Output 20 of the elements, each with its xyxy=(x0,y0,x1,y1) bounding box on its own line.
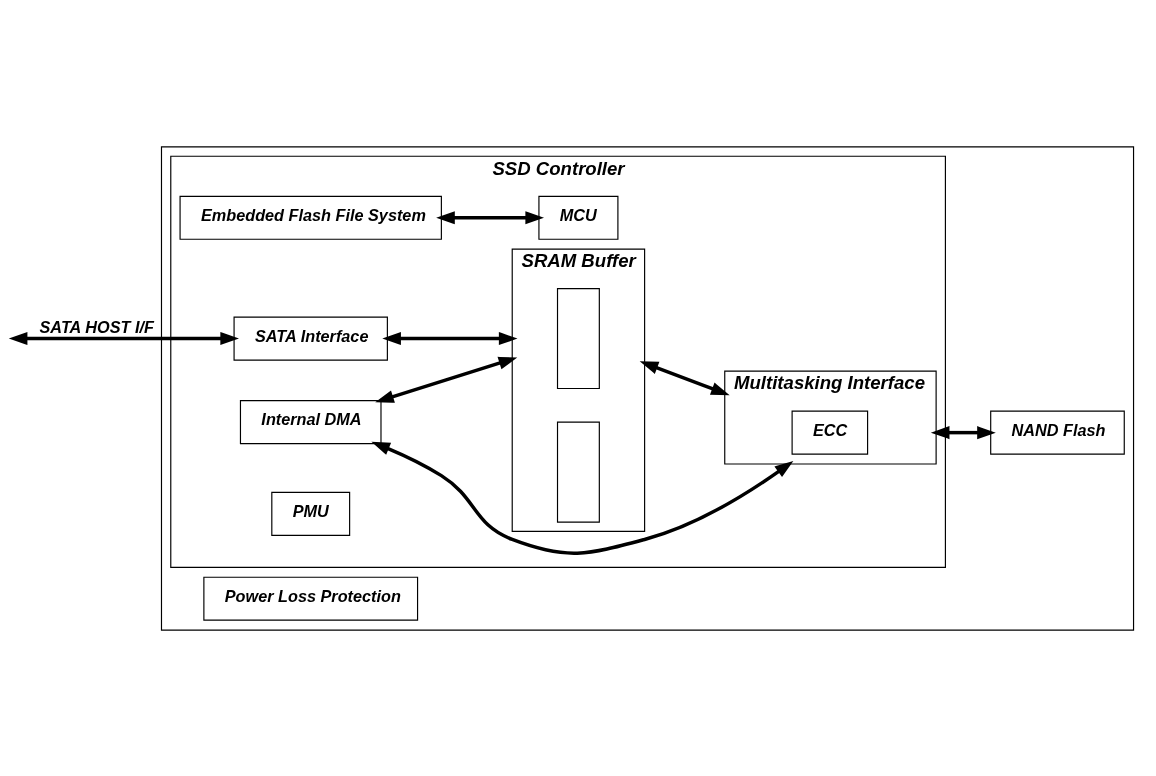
edge-label: SATA HOST I/F xyxy=(39,317,154,336)
arrow xyxy=(436,210,544,224)
arrow xyxy=(8,331,239,345)
node-box xyxy=(556,287,600,389)
node-box: ECC xyxy=(791,410,869,455)
cluster: SRAM Buffer xyxy=(511,248,646,532)
node-box: Power Loss Protection xyxy=(203,576,419,621)
node-box: Embedded Flash File System xyxy=(179,195,442,240)
arrow xyxy=(930,425,996,439)
node-box xyxy=(556,421,600,523)
node-box: PMU xyxy=(271,491,351,536)
arrow xyxy=(382,331,518,345)
node-box: Internal DMA xyxy=(239,399,382,444)
arrow xyxy=(371,441,794,555)
arrow xyxy=(639,360,730,395)
node-box: NAND Flash xyxy=(990,410,1125,455)
node-box: SATA Interface xyxy=(233,316,388,361)
cluster xyxy=(160,145,1135,631)
arrow xyxy=(375,356,518,403)
node-box: MCU xyxy=(538,195,619,240)
